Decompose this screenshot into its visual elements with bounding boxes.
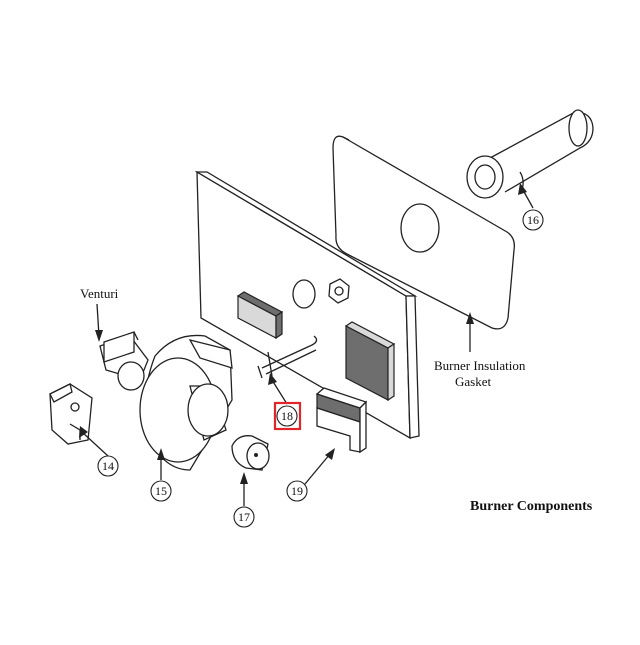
blower-housing <box>139 334 233 471</box>
callout-17-number: 17 <box>238 510 250 524</box>
callout-19[interactable]: 19 <box>286 480 308 502</box>
callout-14[interactable]: 14 <box>97 455 119 477</box>
callout-14-number: 14 <box>102 459 114 473</box>
gasket-label-line1: Burner Insulation <box>434 358 526 373</box>
part-19-block <box>315 387 368 454</box>
venturi-part <box>99 331 149 391</box>
igniter-rod <box>257 335 318 379</box>
callout-18[interactable]: 18 <box>273 401 302 431</box>
burner-insulation-gasket <box>332 135 515 330</box>
leader-lines <box>79 183 534 506</box>
burner-mounting-plate <box>194 170 420 440</box>
diagram-title: Burner Components <box>470 499 593 514</box>
part-17-cap <box>231 435 270 471</box>
callout-19-number: 19 <box>291 484 303 498</box>
venturi-label: Venturi <box>80 286 119 301</box>
gasket-label-line2: Gasket <box>455 374 491 389</box>
callout-17[interactable]: 17 <box>233 506 255 528</box>
callout-15[interactable]: 15 <box>150 480 172 502</box>
callout-18-highlight-box <box>273 401 302 431</box>
callout-16-number: 16 <box>527 213 539 227</box>
callout-18-number: 18 <box>281 409 293 423</box>
callout-16[interactable]: 16 <box>522 209 544 231</box>
burner-tube <box>466 109 594 199</box>
callout-15-number: 15 <box>155 484 167 498</box>
